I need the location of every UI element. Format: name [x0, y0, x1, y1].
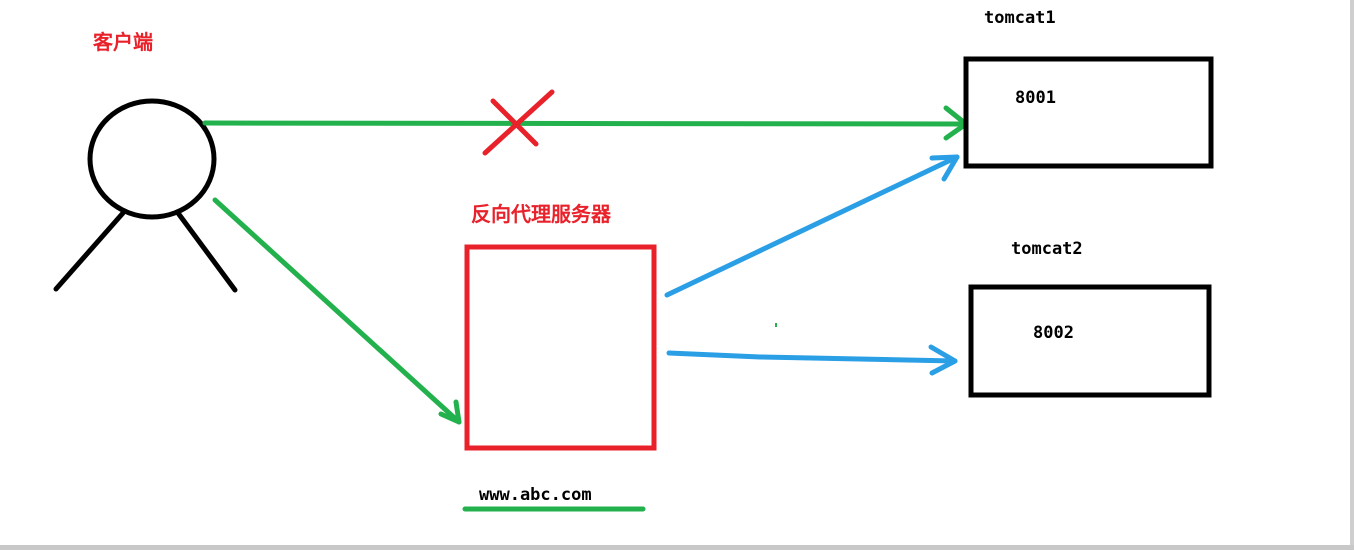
- client-figure-icon: [53, 98, 238, 293]
- tomcat2-box: [968, 284, 1212, 398]
- right-border: [1350, 0, 1354, 545]
- tomcat1-port-label: 8001: [1015, 88, 1056, 108]
- stray-dot: [775, 323, 777, 327]
- proxy-server-box: [464, 244, 657, 451]
- tomcat1-name-label: tomcat1: [984, 8, 1056, 28]
- tomcat2-name-label: tomcat2: [1011, 239, 1083, 259]
- domain-label: www.abc.com: [479, 485, 592, 505]
- proxy-to-tomcat2-arrow: [666, 344, 958, 376]
- tomcat2-port-label: 8002: [1033, 323, 1074, 343]
- client-to-proxy-arrow: [212, 197, 462, 425]
- tomcat1-box: [963, 56, 1214, 169]
- proxy-label: 反向代理服务器: [471, 202, 611, 226]
- direct-path-arrow: [202, 105, 969, 141]
- blocked-cross-icon: [482, 89, 555, 156]
- bottom-border: [0, 545, 1354, 550]
- client-label: 客户端: [93, 30, 153, 54]
- proxy-to-tomcat1-arrow: [664, 154, 960, 298]
